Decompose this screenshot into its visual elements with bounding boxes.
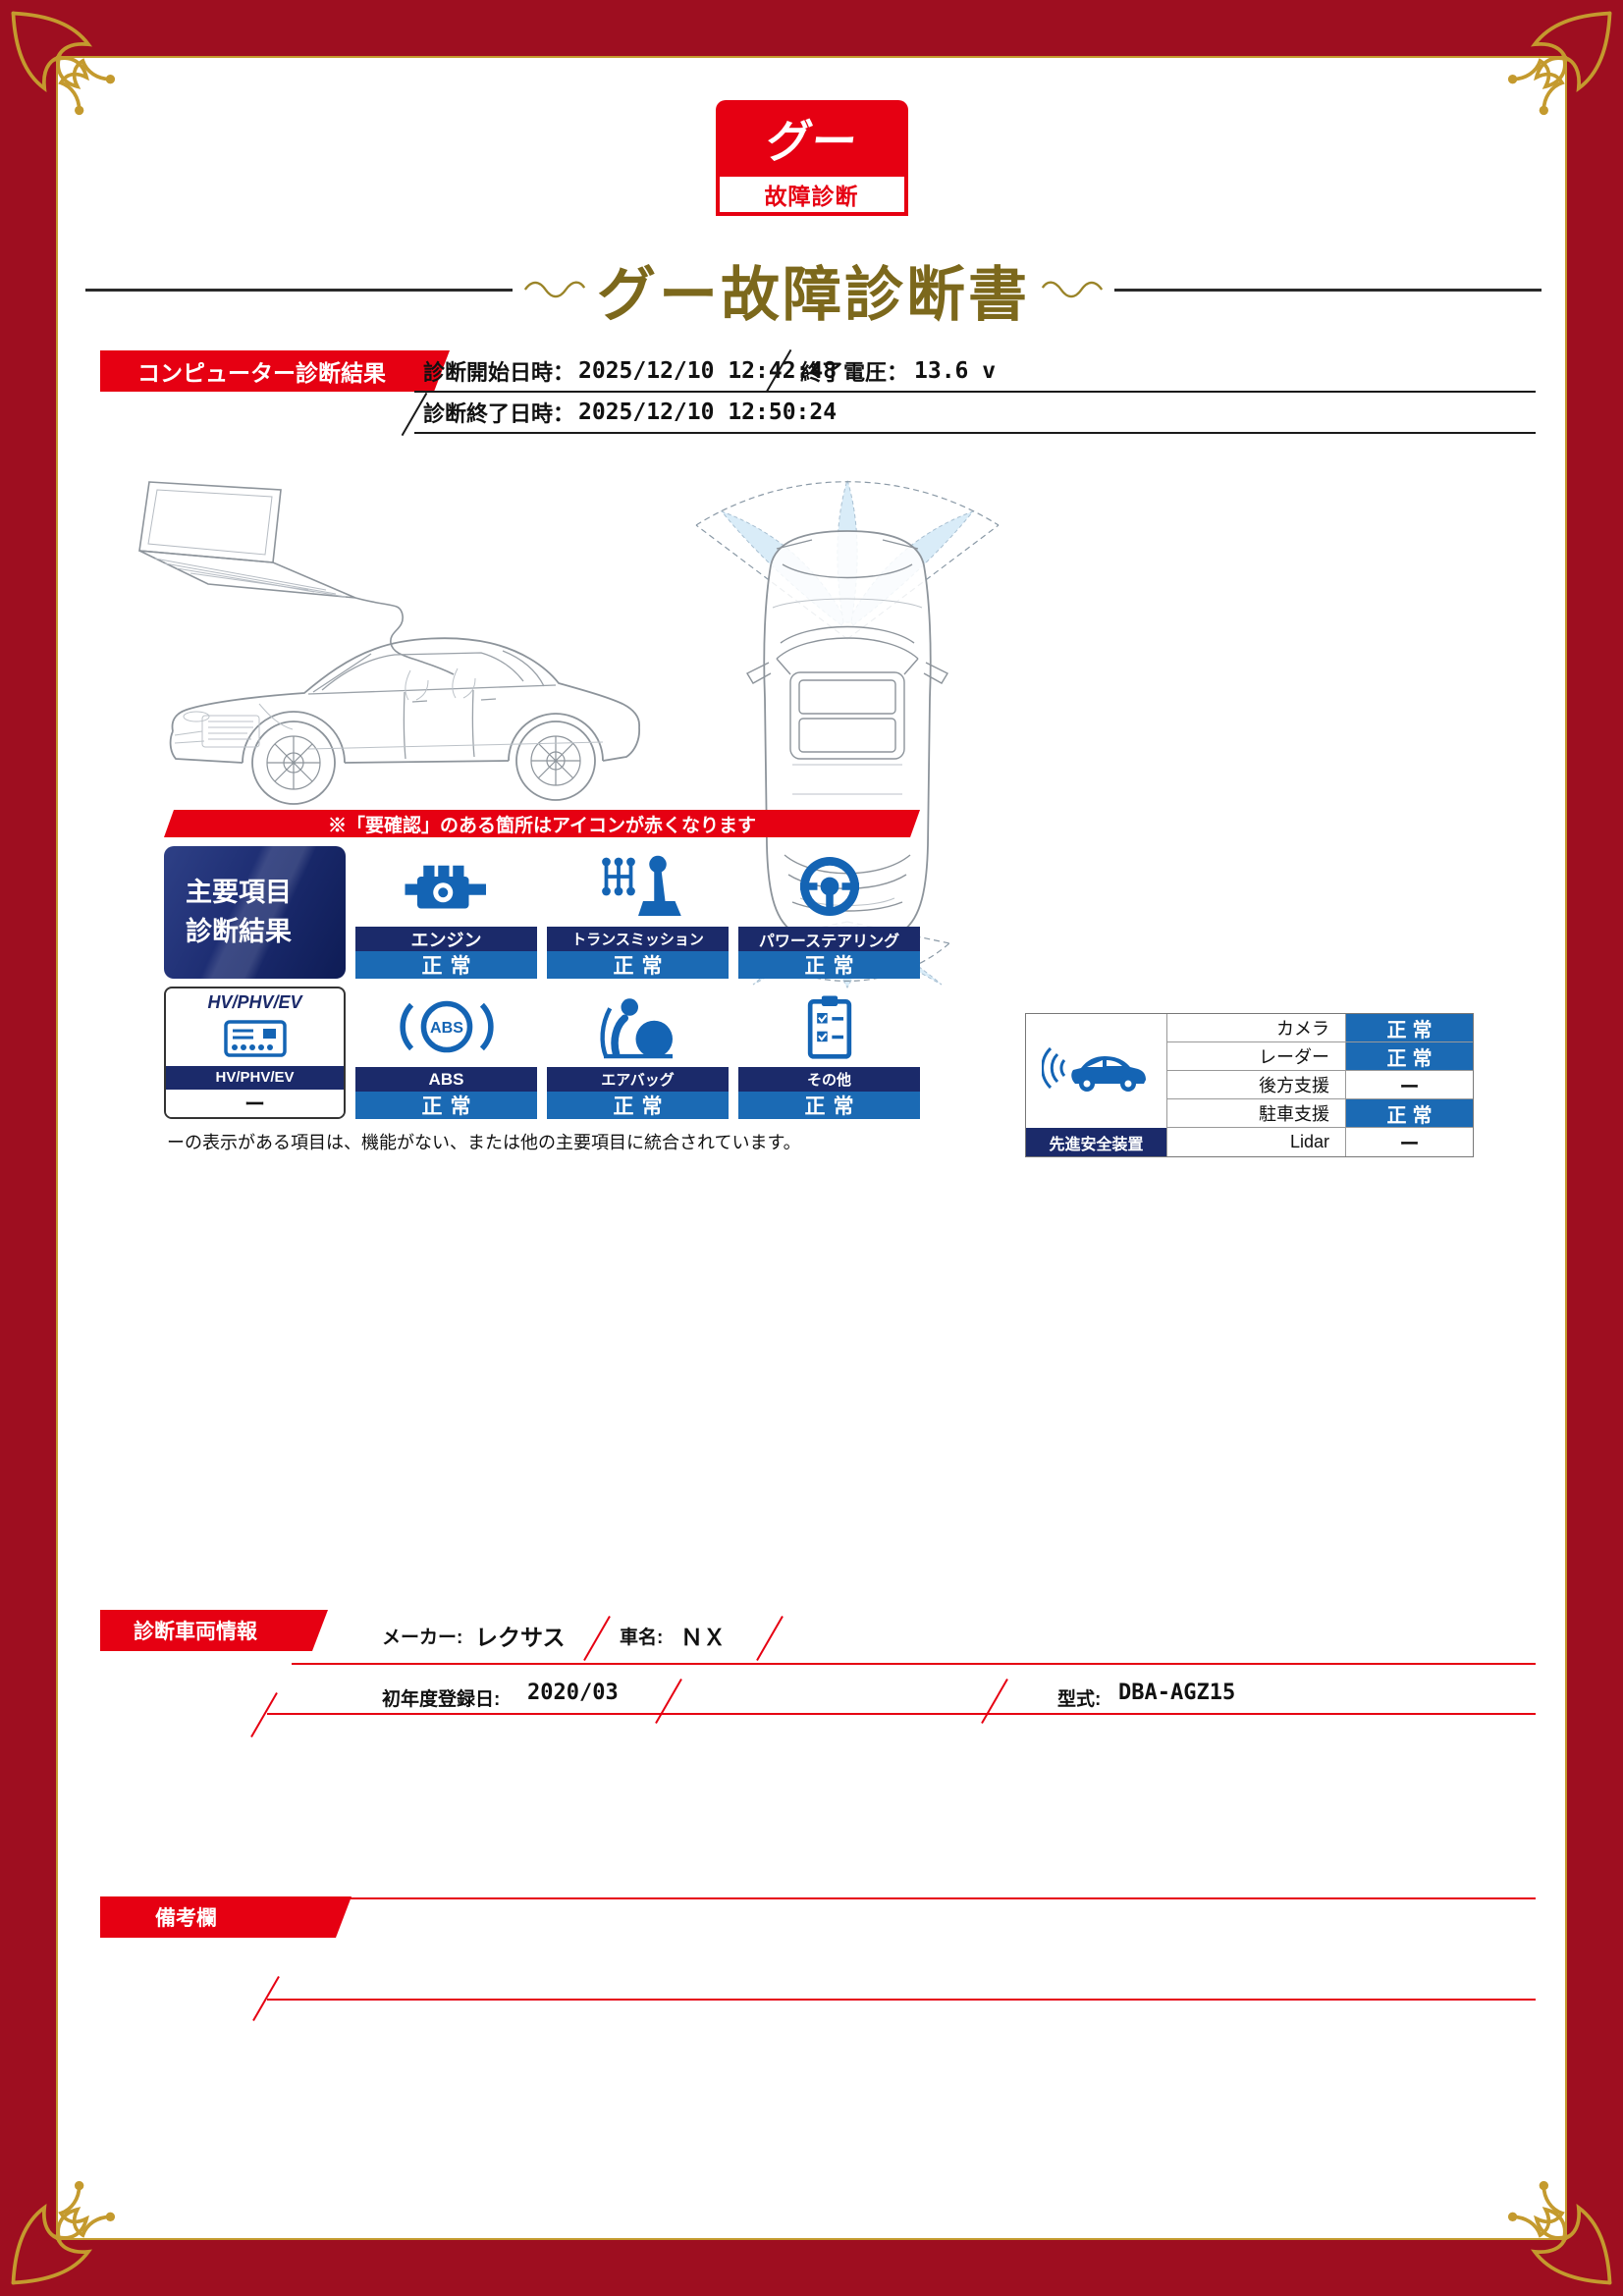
remarks-divider-1 (297, 1897, 1536, 1899)
main-items-header-line1: 主要項目 (186, 878, 292, 908)
diagnosis-end-value: 2025/12/10 12:50:24 (578, 400, 838, 425)
attention-notice-strip: ※「要確認」のある箇所はアイコンが赤くなります (164, 810, 920, 837)
diagnosis-item-other: その他 正常 (738, 987, 920, 1119)
goo-logo-mark: グー (715, 100, 908, 177)
safety-row-label: レーダー (1166, 1042, 1345, 1071)
safety-row-status: ー (1345, 1071, 1473, 1099)
airbag-icon (547, 987, 729, 1067)
goo-logo-text: グー (762, 116, 860, 167)
item-status: 正常 (355, 1092, 537, 1119)
safety-row-status: ー (1345, 1128, 1473, 1156)
item-label: その他 (738, 1067, 920, 1092)
safety-row-label: Lidar (1166, 1128, 1345, 1156)
hv-title: HV/PHV/EV (207, 992, 302, 1012)
diagnosis-item-engine: エンジン 正常 (355, 846, 537, 979)
vehicle-slash-1 (583, 1615, 611, 1662)
side-car-wireframe-illustration (138, 481, 640, 805)
first-registration-label: 初年度登録日: (382, 1689, 501, 1710)
safety-devices-label: 先進安全装置 (1026, 1128, 1166, 1156)
safety-row-label: 駐車支援 (1166, 1099, 1345, 1128)
item-label: HV/PHV/EV (166, 1065, 344, 1090)
safety-car-icon (1026, 1014, 1166, 1128)
title-flourish-left (523, 281, 586, 298)
vehicle-slash-4 (981, 1678, 1008, 1725)
diagnosis-item-transmission: トランスミッション 正常 (547, 846, 729, 979)
dash-footnote: ーの表示がある項目は、機能がない、または他の主要項目に統合されています。 (167, 1133, 801, 1152)
report-sheet: グー 故障診断 グー故障診断書 コンピューター診断結果 診断開始日時： 2025… (56, 56, 1567, 2240)
safety-row-status: 正常 (1345, 1042, 1473, 1071)
diagnosis-item-power-steering: パワーステアリング 正常 (738, 846, 920, 979)
page-title: グー故障診断書 (597, 261, 1030, 328)
item-label: ABS (355, 1067, 537, 1092)
abs-icon: ABS (355, 987, 537, 1067)
corner-ornament-top-left (11, 11, 116, 116)
safety-devices-table: 先進安全装置 カメラ 正常 レーダー 正常 後方支援 ー 駐車支援 正常 Lid… (1025, 1013, 1474, 1157)
vehicle-slash-3 (655, 1678, 682, 1725)
item-label: エアバッグ (547, 1067, 729, 1092)
item-status: 正常 (738, 1092, 920, 1119)
remarks-divider-2 (267, 1999, 1536, 2001)
maker-value: レクサス (475, 1625, 566, 1650)
abs-icon-text: ABS (430, 1019, 463, 1037)
diagnosis-end-label: 診断終了日時： (423, 401, 575, 426)
computer-diagnosis-banner: コンピューター診断結果 (100, 350, 450, 392)
item-label: トランスミッション (547, 927, 729, 951)
first-registration-value: 2020/03 (527, 1681, 619, 1705)
model-code-label: 型式: (1057, 1689, 1102, 1710)
item-status: 正常 (547, 1092, 729, 1119)
car-name-label: 車名: (620, 1628, 664, 1648)
item-label: パワーステアリング (738, 927, 920, 951)
gear-shifter-icon (547, 846, 729, 927)
main-items-header: 主要項目 診断結果 (164, 846, 346, 979)
item-status: ー (166, 1090, 344, 1117)
safety-row-label: カメラ (1166, 1014, 1345, 1042)
item-status: 正常 (547, 951, 729, 979)
item-status: 正常 (355, 951, 537, 979)
item-label: エンジン (355, 927, 537, 951)
goo-logo-sub: 故障診断 (715, 177, 908, 216)
vehicle-slash-2 (756, 1615, 784, 1662)
remarks-banner: 備考欄 (100, 1896, 352, 1938)
diagnosis-start-value: 2025/12/10 12:42:48 (578, 358, 838, 384)
diagnosis-item-abs: ABS ABS 正常 (355, 987, 537, 1119)
car-name-value: ＮＸ (680, 1625, 726, 1650)
vehicle-divider-2 (267, 1713, 1536, 1715)
corner-ornament-bottom-left (11, 2180, 116, 2285)
vehicle-slash-5 (250, 1691, 278, 1738)
diagnosis-divider-2 (414, 432, 1536, 434)
corner-ornament-bottom-right (1507, 2180, 1612, 2285)
item-status: 正常 (738, 951, 920, 979)
title-rule-left (85, 288, 513, 292)
steering-wheel-icon (738, 846, 920, 927)
safety-row-status: 正常 (1345, 1014, 1473, 1042)
vehicle-divider-1 (292, 1663, 1536, 1665)
diagnosis-divider-1 (414, 391, 1536, 393)
title-rule-right (1114, 288, 1542, 292)
main-items-header-line2: 診断結果 (186, 916, 292, 946)
document-title-row: グー故障診断書 (85, 250, 1542, 329)
goo-logo-sub-text: 故障診断 (764, 184, 859, 209)
title-flourish-right (1041, 281, 1104, 298)
checklist-clipboard-icon (738, 987, 920, 1067)
safety-row-status: 正常 (1345, 1099, 1473, 1128)
engine-icon (355, 846, 537, 927)
safety-row-label: 後方支援 (1166, 1071, 1345, 1099)
diagnosis-item-hv-phv-ev: HV/PHV/EV HV/PHV/EV ー (164, 987, 346, 1119)
vehicle-info-banner: 診断車両情報 (100, 1610, 328, 1651)
goo-logo: グー 故障診断 (715, 100, 908, 216)
diagnosis-item-airbag: エアバッグ 正常 (547, 987, 729, 1119)
ev-unit-icon (166, 1015, 344, 1066)
model-code-value: DBA-AGZ15 (1118, 1681, 1236, 1705)
end-voltage-label: 終了電圧： (800, 360, 909, 385)
maker-label: メーカー: (382, 1628, 463, 1648)
corner-ornament-top-right (1507, 11, 1612, 116)
diagnosis-start-label: 診断開始日時： (423, 360, 575, 385)
end-voltage-value: 13.6 v (914, 358, 997, 384)
